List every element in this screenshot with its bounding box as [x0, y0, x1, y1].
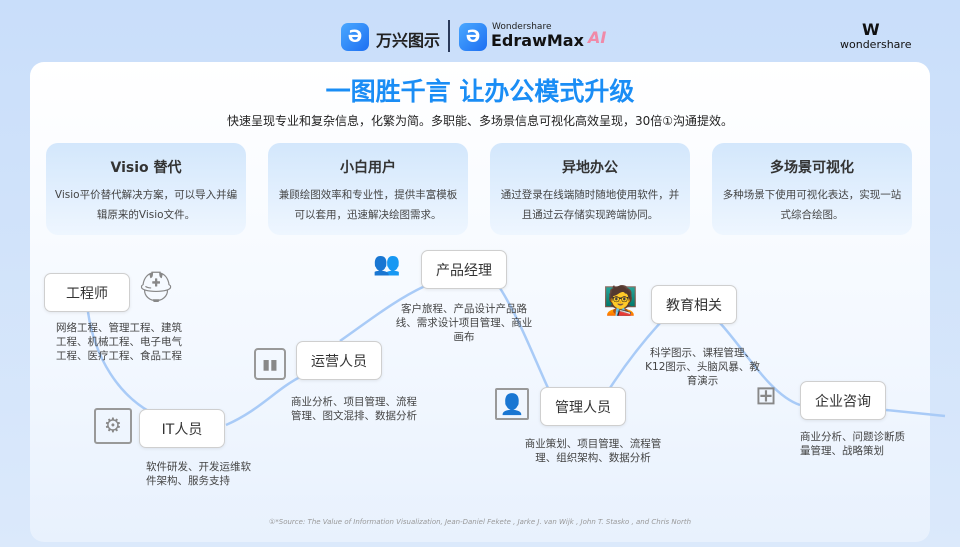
role-engineer: 工程师 [44, 273, 130, 312]
feature-card-remote: 异地办公通过登录在线端随时随地使用软件，并且通过云存储实现跨端协同。 [490, 143, 690, 235]
feature-title: 小白用户 [340, 160, 396, 176]
person-portrait-icon: 👤 [495, 388, 529, 420]
main-card [30, 62, 930, 542]
role-education-desc: 科学图示、课程管理、K12图示、头脑风暴、教育演示 [645, 347, 760, 387]
feature-card-multiscene: 多场景可视化多种场景下使用可视化表达，实现一站式综合绘图。 [712, 143, 912, 235]
brand-small: Wondershare [492, 22, 552, 32]
feature-desc: Visio平价替代解决方案，可以导入并编辑原来的Visio文件。 [54, 189, 238, 221]
role-it: IT人员 [139, 409, 225, 448]
page-title: 一图胜千言 让办公模式升级 [325, 77, 635, 106]
role-management-desc: 商业策划、项目管理、流程管理、组织架构、数据分析 [524, 438, 662, 464]
feature-title: 异地办公 [562, 160, 618, 176]
role-consulting-desc: 商业分析、问题诊断质量管理、战略策划 [800, 431, 905, 457]
brand-cn: 万兴图示 [376, 31, 441, 50]
grid-search-icon: ⊞ [755, 381, 777, 411]
brand-en: EdrawMax [491, 31, 584, 50]
team-cycle-icon: 👥 [373, 252, 401, 277]
role-management: 管理人员 [540, 387, 626, 426]
ai-badge: AI [588, 28, 607, 47]
gear-window-icon: ⚙ [94, 408, 132, 444]
edrawmax-logo-icon: Ə [459, 23, 487, 51]
feature-card-beginner: 小白用户兼顾绘图效率和专业性，提供丰富模板可以套用，迅速解决绘图需求。 [268, 143, 468, 235]
page-subtitle: 快速呈现专业和复杂信息，化繁为简。多职能、多场景信息可视化高效呈现，30倍①沟通… [226, 114, 734, 128]
role-operations: 运营人员 [296, 341, 382, 380]
wondershare-logo-icon: W [862, 20, 880, 39]
clipboard-chart-icon: ▮▮ [254, 348, 286, 380]
feature-title: 多场景可视化 [770, 160, 854, 176]
footnote-source: ①*Source: The Value of Information Visua… [268, 518, 692, 526]
engineer-helmet-icon: ⛑ [137, 270, 176, 305]
edraw-logo-icon: Ə [341, 23, 369, 51]
feature-desc: 多种场景下使用可视化表达，实现一站式综合绘图。 [722, 189, 902, 221]
company-name: wondershare [840, 38, 912, 51]
feature-desc: 兼顾绘图效率和专业性，提供丰富模板可以套用，迅速解决绘图需求。 [278, 189, 458, 221]
role-education: 教育相关 [651, 285, 737, 324]
role-product-manager-desc: 客户旅程、产品设计产品路线、需求设计项目管理、商业画布 [395, 303, 533, 343]
feature-desc: 通过登录在线端随时随地使用软件，并且通过云存储实现跨端协同。 [500, 189, 680, 221]
role-it-desc: 软件研发、开发运维软件架构、服务支持 [146, 461, 251, 487]
role-operations-desc: 商业分析、项目管理、流程管理、图文混排、数据分析 [291, 396, 417, 422]
feature-title: Visio 替代 [110, 160, 182, 176]
teacher-board-icon: 🧑‍🏫 [603, 284, 638, 317]
divider [448, 20, 450, 52]
role-product-manager: 产品经理 [421, 250, 507, 289]
role-engineer-desc: 网络工程、管理工程、建筑工程、机械工程、电子电气工程、医疗工程、食品工程 [56, 322, 182, 362]
feature-card-visio: Visio 替代 Visio平价替代解决方案，可以导入并编辑原来的Visio文件。 [46, 143, 246, 235]
role-consulting: 企业咨询 [800, 381, 886, 420]
